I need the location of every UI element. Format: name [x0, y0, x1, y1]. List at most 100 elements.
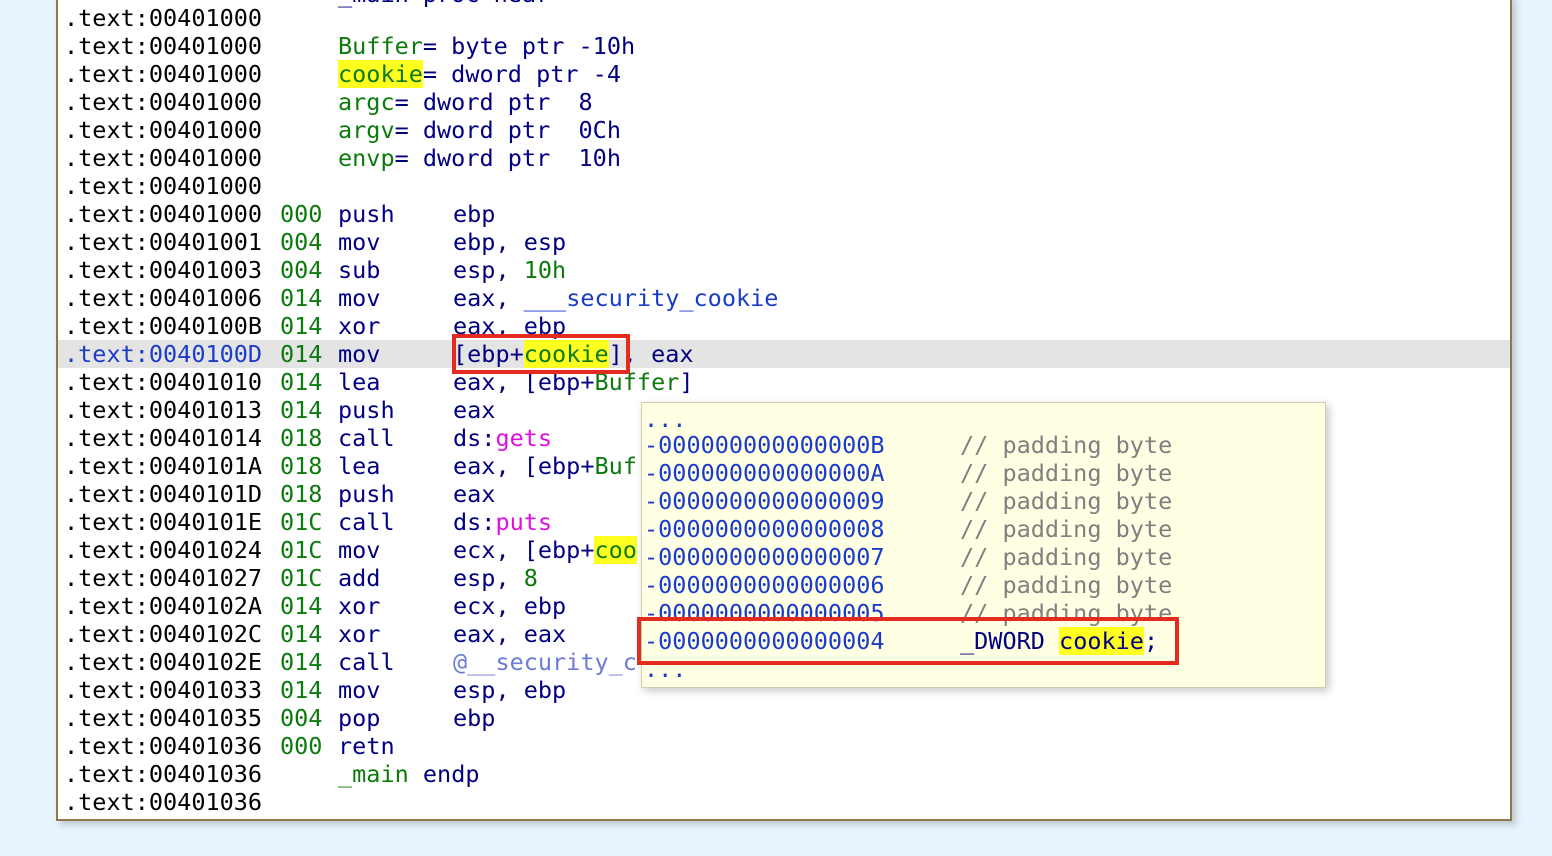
operands: esp, 10h: [453, 256, 567, 284]
mnemonic: push: [338, 200, 395, 228]
instruction-line-current[interactable]: .text:0040100D 014 mov [ebp+cookie], eax: [58, 340, 1510, 368]
address: .text:00401000: [64, 60, 263, 88]
instruction-line[interactable]: .text:0040101D 018 push eax: [58, 480, 1510, 508]
mnemonic: retn: [338, 732, 395, 760]
var-name[interactable]: Buffer: [338, 32, 423, 60]
operands: esp, ebp: [453, 676, 567, 704]
proc-end: _main endp: [338, 760, 480, 788]
instruction-line[interactable]: .text:00401024 01C mov ecx, [ebp+coo: [58, 536, 1510, 564]
address: .text:0040100D: [64, 340, 263, 368]
address: .text:00401000: [64, 116, 263, 144]
stack-pointer: 014: [280, 592, 323, 620]
listing-line[interactable]: .text:00401000: [58, 4, 1510, 32]
endp-keyword: endp: [422, 760, 480, 788]
instruction-line[interactable]: .text:00401013 014 push eax: [58, 396, 1510, 424]
stack-var-def: argv= dword ptr 0Ch: [338, 116, 621, 144]
operands: ebp: [453, 200, 496, 228]
operands: eax: [453, 396, 496, 424]
instruction-line[interactable]: .text:00401035 004 pop ebp: [58, 704, 1510, 732]
stack-frame-tooltip: ... -000000000000000B// padding byte -00…: [641, 402, 1326, 688]
stack-pointer: 014: [280, 284, 323, 312]
operands: eax, eax: [453, 620, 567, 648]
stack-var-line[interactable]: .text:00401000 envp= dword ptr 10h: [58, 144, 1510, 172]
address: .text:00401000: [64, 172, 263, 200]
highlight-box-cookie-operand: [452, 334, 630, 374]
stack-var-line[interactable]: .text:00401000 argc= dword ptr 8: [58, 88, 1510, 116]
address: .text:00401036: [64, 788, 263, 816]
mnemonic: mov: [338, 340, 381, 368]
stack-pointer: 000: [280, 200, 323, 228]
stack-pointer: 014: [280, 676, 323, 704]
proc-end-line[interactable]: .text:00401036 _main endp: [58, 760, 1510, 788]
address: .text:0040101E: [64, 508, 263, 536]
stack-frame-row: -0000000000000008// padding byte: [642, 515, 1325, 543]
stack-var-line[interactable]: .text:00401000 cookie= dword ptr -4: [58, 60, 1510, 88]
address: .text:00401013: [64, 396, 263, 424]
proc-name[interactable]: _main: [338, 760, 409, 788]
var-type: = byte ptr -10h: [422, 32, 636, 60]
listing-line[interactable]: .text:00401036: [58, 788, 1510, 816]
instruction-line[interactable]: .text:00401001 004 mov ebp, esp: [58, 228, 1510, 256]
stack-var-line[interactable]: .text:00401000 argv= dword ptr 0Ch: [58, 116, 1510, 144]
stack-offset: -0000000000000006: [644, 571, 885, 599]
stack-pointer: 004: [280, 256, 323, 284]
mnemonic: push: [338, 396, 395, 424]
mnemonic: sub: [338, 256, 381, 284]
field-type: _DWORD: [960, 627, 1045, 655]
instruction-line[interactable]: .text:00401003 004 sub esp, 10h: [58, 256, 1510, 284]
instruction-line[interactable]: .text:00401000 000 push ebp: [58, 200, 1510, 228]
stack-offset: -0000000000000009: [644, 487, 885, 515]
instruction-line[interactable]: .text:0040102C 014 xor eax, eax: [58, 620, 1510, 648]
mnemonic: lea: [338, 368, 381, 396]
instruction-line[interactable]: .text:0040101A 018 lea eax, [ebp+Buf: [58, 452, 1510, 480]
var-name[interactable]: envp: [338, 144, 395, 172]
address: .text:0040101A: [64, 452, 263, 480]
stack-frame-row: -0000000000000006// padding byte: [642, 571, 1325, 599]
operands: ebp: [453, 704, 496, 732]
comment: // padding byte: [960, 599, 1173, 627]
instruction-line[interactable]: .text:0040102E 014 call @__security_c: [58, 648, 1510, 676]
address: .text:00401014: [64, 424, 263, 452]
operands: eax, ___security_cookie: [453, 284, 779, 312]
stack-pointer: 01C: [280, 536, 323, 564]
stack-frame-row: -0000000000000009// padding byte: [642, 487, 1325, 515]
mnemonic: mov: [338, 676, 381, 704]
stack-pointer: 01C: [280, 508, 323, 536]
stack-var-line[interactable]: .text:00401000 Buffer= byte ptr -10h: [58, 32, 1510, 60]
instruction-line[interactable]: .text:0040101E 01C call ds:puts: [58, 508, 1510, 536]
instruction-line[interactable]: .text:00401006 014 mov eax, ___security_…: [58, 284, 1510, 312]
instruction-line[interactable]: .text:00401036 000 retn: [58, 732, 1510, 760]
var-name[interactable]: argv: [338, 116, 395, 144]
instruction-line[interactable]: .text:00401014 018 call ds:gets: [58, 424, 1510, 452]
listing-line[interactable]: .text:00401000: [58, 172, 1510, 200]
var-name[interactable]: argc: [338, 88, 395, 116]
mnemonic: push: [338, 480, 395, 508]
mnemonic: pop: [338, 704, 381, 732]
stack-offset: -0000000000000007: [644, 543, 885, 571]
instruction-line[interactable]: .text:00401033 014 mov esp, ebp: [58, 676, 1510, 704]
stack-pointer: 018: [280, 480, 323, 508]
address: .text:00401006: [64, 284, 263, 312]
address: .text:00401000: [64, 32, 263, 60]
var-type: = dword ptr 0Ch: [394, 116, 621, 144]
instruction-line[interactable]: .text:00401010 014 lea eax, [ebp+Buffer]: [58, 368, 1510, 396]
address: .text:0040102E: [64, 648, 263, 676]
field-declaration: _DWORD cookie;: [960, 627, 1158, 655]
address: .text:00401027: [64, 564, 263, 592]
var-name-highlighted[interactable]: cookie: [338, 60, 423, 88]
address: .text:00401003: [64, 256, 263, 284]
mnemonic: mov: [338, 536, 381, 564]
stack-pointer: 004: [280, 228, 323, 256]
instruction-line[interactable]: .text:0040102A 014 xor ecx, ebp: [58, 592, 1510, 620]
cookie-reference[interactable]: cookie: [523, 340, 609, 368]
operands: esp, 8: [453, 564, 538, 592]
stack-frame-row: -0000000000000007// padding byte: [642, 543, 1325, 571]
mnemonic: xor: [338, 620, 381, 648]
stack-var-def: argc= dword ptr 8: [338, 88, 593, 116]
address: .text:0040102A: [64, 592, 263, 620]
listing-line[interactable]: _main proc near: [58, 0, 1510, 8]
stack-var-def: Buffer= byte ptr -10h: [338, 32, 635, 60]
instruction-line[interactable]: .text:0040100B 014 xor eax, ebp: [58, 312, 1510, 340]
instruction-line[interactable]: .text:00401027 01C add esp, 8: [58, 564, 1510, 592]
highlight-box-cookie-field: [637, 617, 1179, 665]
